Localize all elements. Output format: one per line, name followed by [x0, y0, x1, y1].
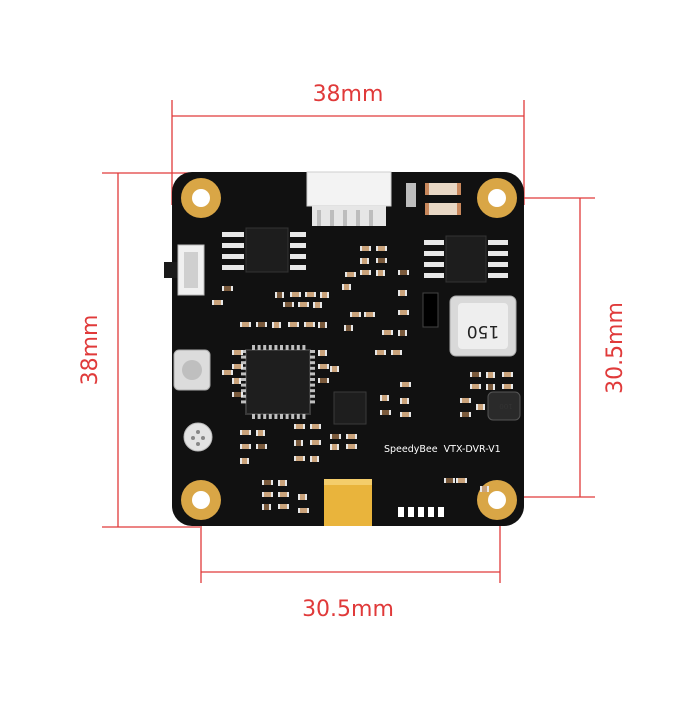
smd-components	[212, 246, 513, 513]
black-component	[422, 292, 439, 328]
main-processor-chip	[241, 345, 315, 419]
large-inductor: 150	[449, 295, 517, 357]
mounting-hole-top-right	[477, 178, 517, 218]
top-passives	[406, 183, 461, 215]
round-pad	[183, 422, 213, 452]
right-spacing-label: 30.5mm	[603, 302, 628, 394]
soic-chip-right	[424, 235, 508, 283]
board-silkscreen: SpeedyBee VTX-DVR-V1	[384, 444, 501, 455]
left-height-label: 38mm	[78, 315, 103, 386]
mounting-hole-top-left	[181, 178, 221, 218]
bottom-pad-row	[398, 507, 444, 517]
bottom-connector	[324, 479, 372, 526]
top-connector	[306, 171, 392, 226]
small-inductor: 100	[487, 391, 521, 421]
push-button	[173, 349, 211, 391]
top-width-label: 38mm	[313, 82, 384, 107]
side-switch	[164, 244, 205, 296]
soic-chip-left	[222, 227, 306, 273]
bottom-spacing-label: 30.5mm	[302, 597, 394, 622]
small-inductor-label: 100	[499, 402, 512, 410]
mounting-hole-bottom-left	[181, 480, 221, 520]
secondary-chip	[333, 391, 367, 425]
inductor-label: 150	[467, 321, 499, 341]
